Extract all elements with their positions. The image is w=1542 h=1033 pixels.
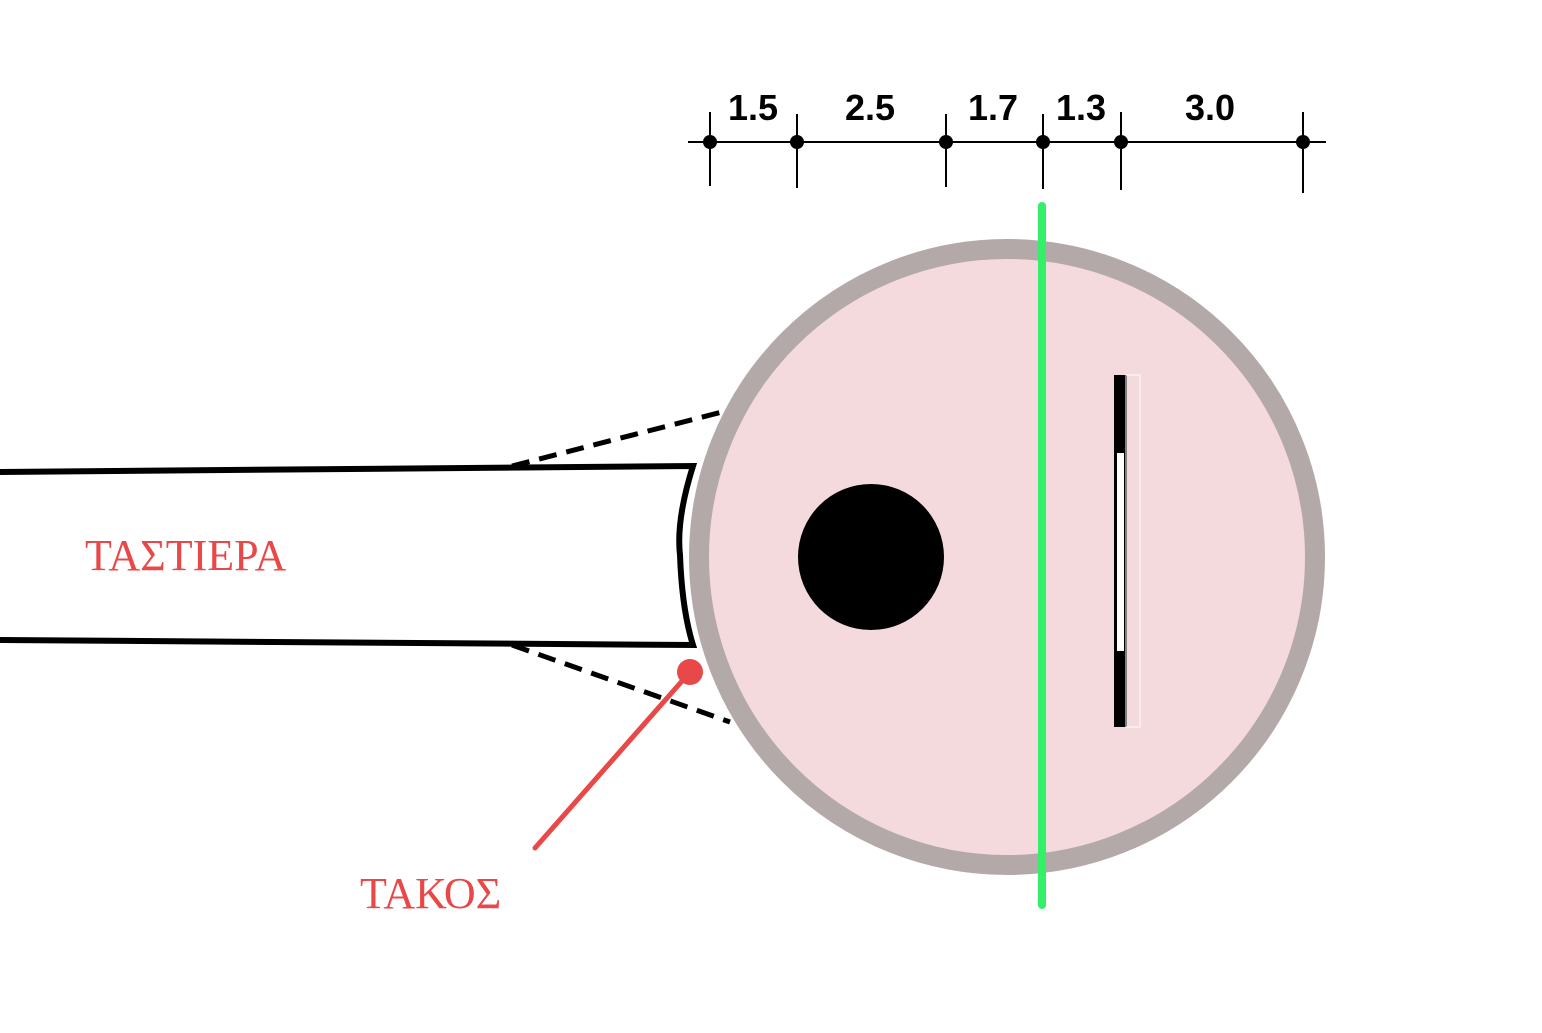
dimension-label: 1.5 xyxy=(728,87,778,128)
callout-line xyxy=(532,669,693,851)
fingerboard xyxy=(0,462,698,649)
dimension-label: 3.0 xyxy=(1185,87,1235,128)
taper-lines xyxy=(511,409,731,725)
dimension-label: 1.7 xyxy=(968,87,1018,128)
dimension-label: 2.5 xyxy=(845,87,895,128)
block-label: ΤΑΚΟΣ xyxy=(360,869,501,918)
dimension-label: 1.3 xyxy=(1056,87,1106,128)
fingerboard-label: ΤΑΣΤΙΕΡΑ xyxy=(85,531,287,580)
sound-hole xyxy=(798,484,944,630)
slot xyxy=(1114,374,1141,728)
tick-dots xyxy=(703,135,1310,149)
body-circle xyxy=(689,239,1325,875)
callout-dot xyxy=(677,659,703,685)
